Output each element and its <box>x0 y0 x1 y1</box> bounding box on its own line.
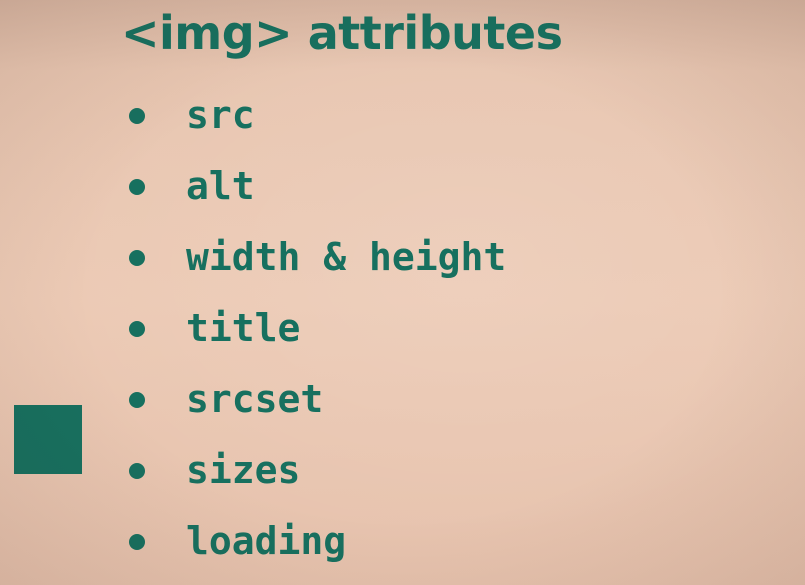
bullet-icon <box>129 179 145 195</box>
bullet-icon <box>129 534 145 550</box>
bullet-icon <box>129 463 145 479</box>
list-item-label: title <box>186 306 301 350</box>
bullet-icon <box>129 392 145 408</box>
list-item-label: loading <box>186 519 347 563</box>
list-item-sizes: sizes <box>0 448 600 492</box>
list-item-label: srcset <box>186 377 324 421</box>
list-item-src: src <box>0 93 600 137</box>
list-item-srcset: srcset <box>0 377 600 421</box>
list-item-title: title <box>0 306 600 350</box>
bullet-icon <box>129 321 145 337</box>
list-item-width-height: width & height <box>0 235 600 279</box>
list-item-alt: alt <box>0 164 600 208</box>
list-item-label: width & height <box>186 235 507 279</box>
list-item-label: sizes <box>186 448 301 492</box>
bullet-icon <box>129 250 145 266</box>
progress-marker-square <box>14 405 82 474</box>
list-item-loading: loading <box>0 519 600 563</box>
bullet-icon <box>129 108 145 124</box>
list-item-label: src <box>186 93 255 137</box>
list-item-label: alt <box>186 164 255 208</box>
slide-title: <img> attributes <box>121 6 563 60</box>
